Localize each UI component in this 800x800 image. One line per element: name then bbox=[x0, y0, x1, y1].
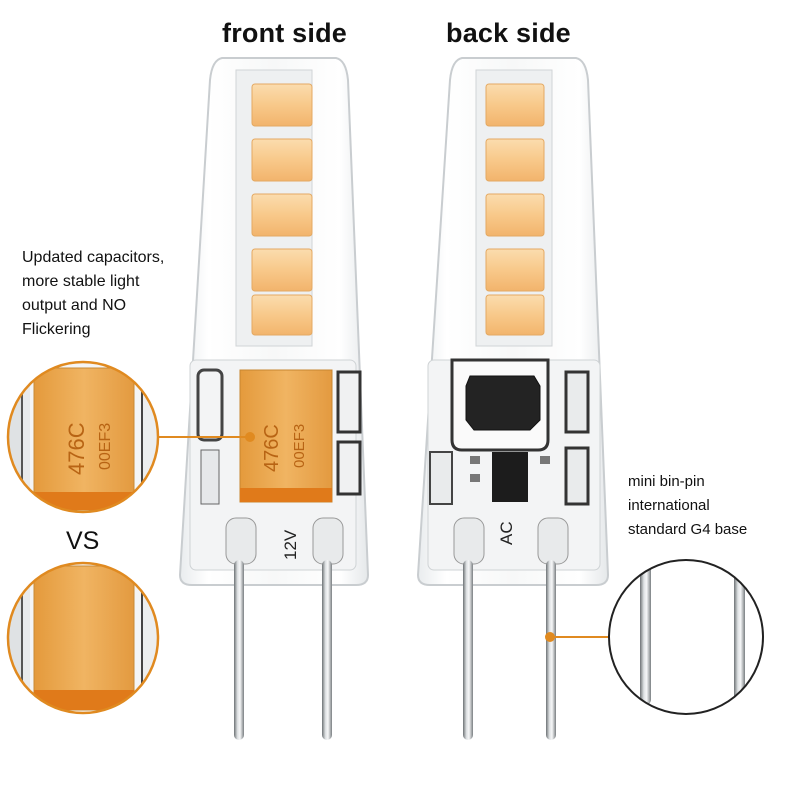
capacitor-code-front: 476C bbox=[261, 424, 283, 472]
led-chips bbox=[251, 83, 313, 336]
back-bulb: AC bbox=[416, 57, 610, 740]
base-note-line: mini bin-pin bbox=[628, 473, 705, 490]
front-side-heading: front side bbox=[222, 18, 348, 48]
zoom-updated-capacitor: 476C 00EF3 bbox=[6, 360, 160, 514]
base-note-line: standard G4 base bbox=[628, 521, 748, 538]
front-bulb: 476C 00EF3 12V bbox=[178, 57, 370, 740]
back-pin-left bbox=[463, 560, 473, 740]
capacitor-batch-zoom: 00EF3 bbox=[97, 423, 114, 470]
capacitor-note-line: Flickering bbox=[22, 321, 91, 338]
front-pin-left bbox=[234, 560, 244, 740]
front-capacitor: 476C 00EF3 bbox=[239, 369, 333, 503]
capacitor-note-line: more stable light bbox=[22, 273, 140, 290]
capacitor-note-line: output and NO bbox=[22, 297, 127, 314]
zoom-g4-pins bbox=[608, 559, 764, 715]
capacitor-batch-front: 00EF3 bbox=[291, 424, 308, 468]
back-pin-right bbox=[546, 560, 556, 740]
base-callout-text: mini bin-pin international standard G4 b… bbox=[628, 470, 747, 542]
vs-label: VS bbox=[66, 527, 100, 555]
capacitor-note-line: Updated capacitors, bbox=[22, 249, 165, 266]
voltage-marking: 12V bbox=[281, 529, 300, 560]
back-led-chips bbox=[485, 83, 545, 336]
callout-lines bbox=[158, 432, 609, 642]
front-pin-right bbox=[322, 560, 332, 740]
zoom-old-capacitor bbox=[6, 561, 160, 715]
base-note-line: international bbox=[628, 497, 710, 514]
capacitor-callout-text: Updated capacitors, more stable light ou… bbox=[22, 246, 164, 342]
capacitor-code-zoom: 476C bbox=[64, 422, 89, 475]
back-side-heading: back side bbox=[446, 18, 571, 48]
current-type-marking: AC bbox=[497, 521, 516, 545]
